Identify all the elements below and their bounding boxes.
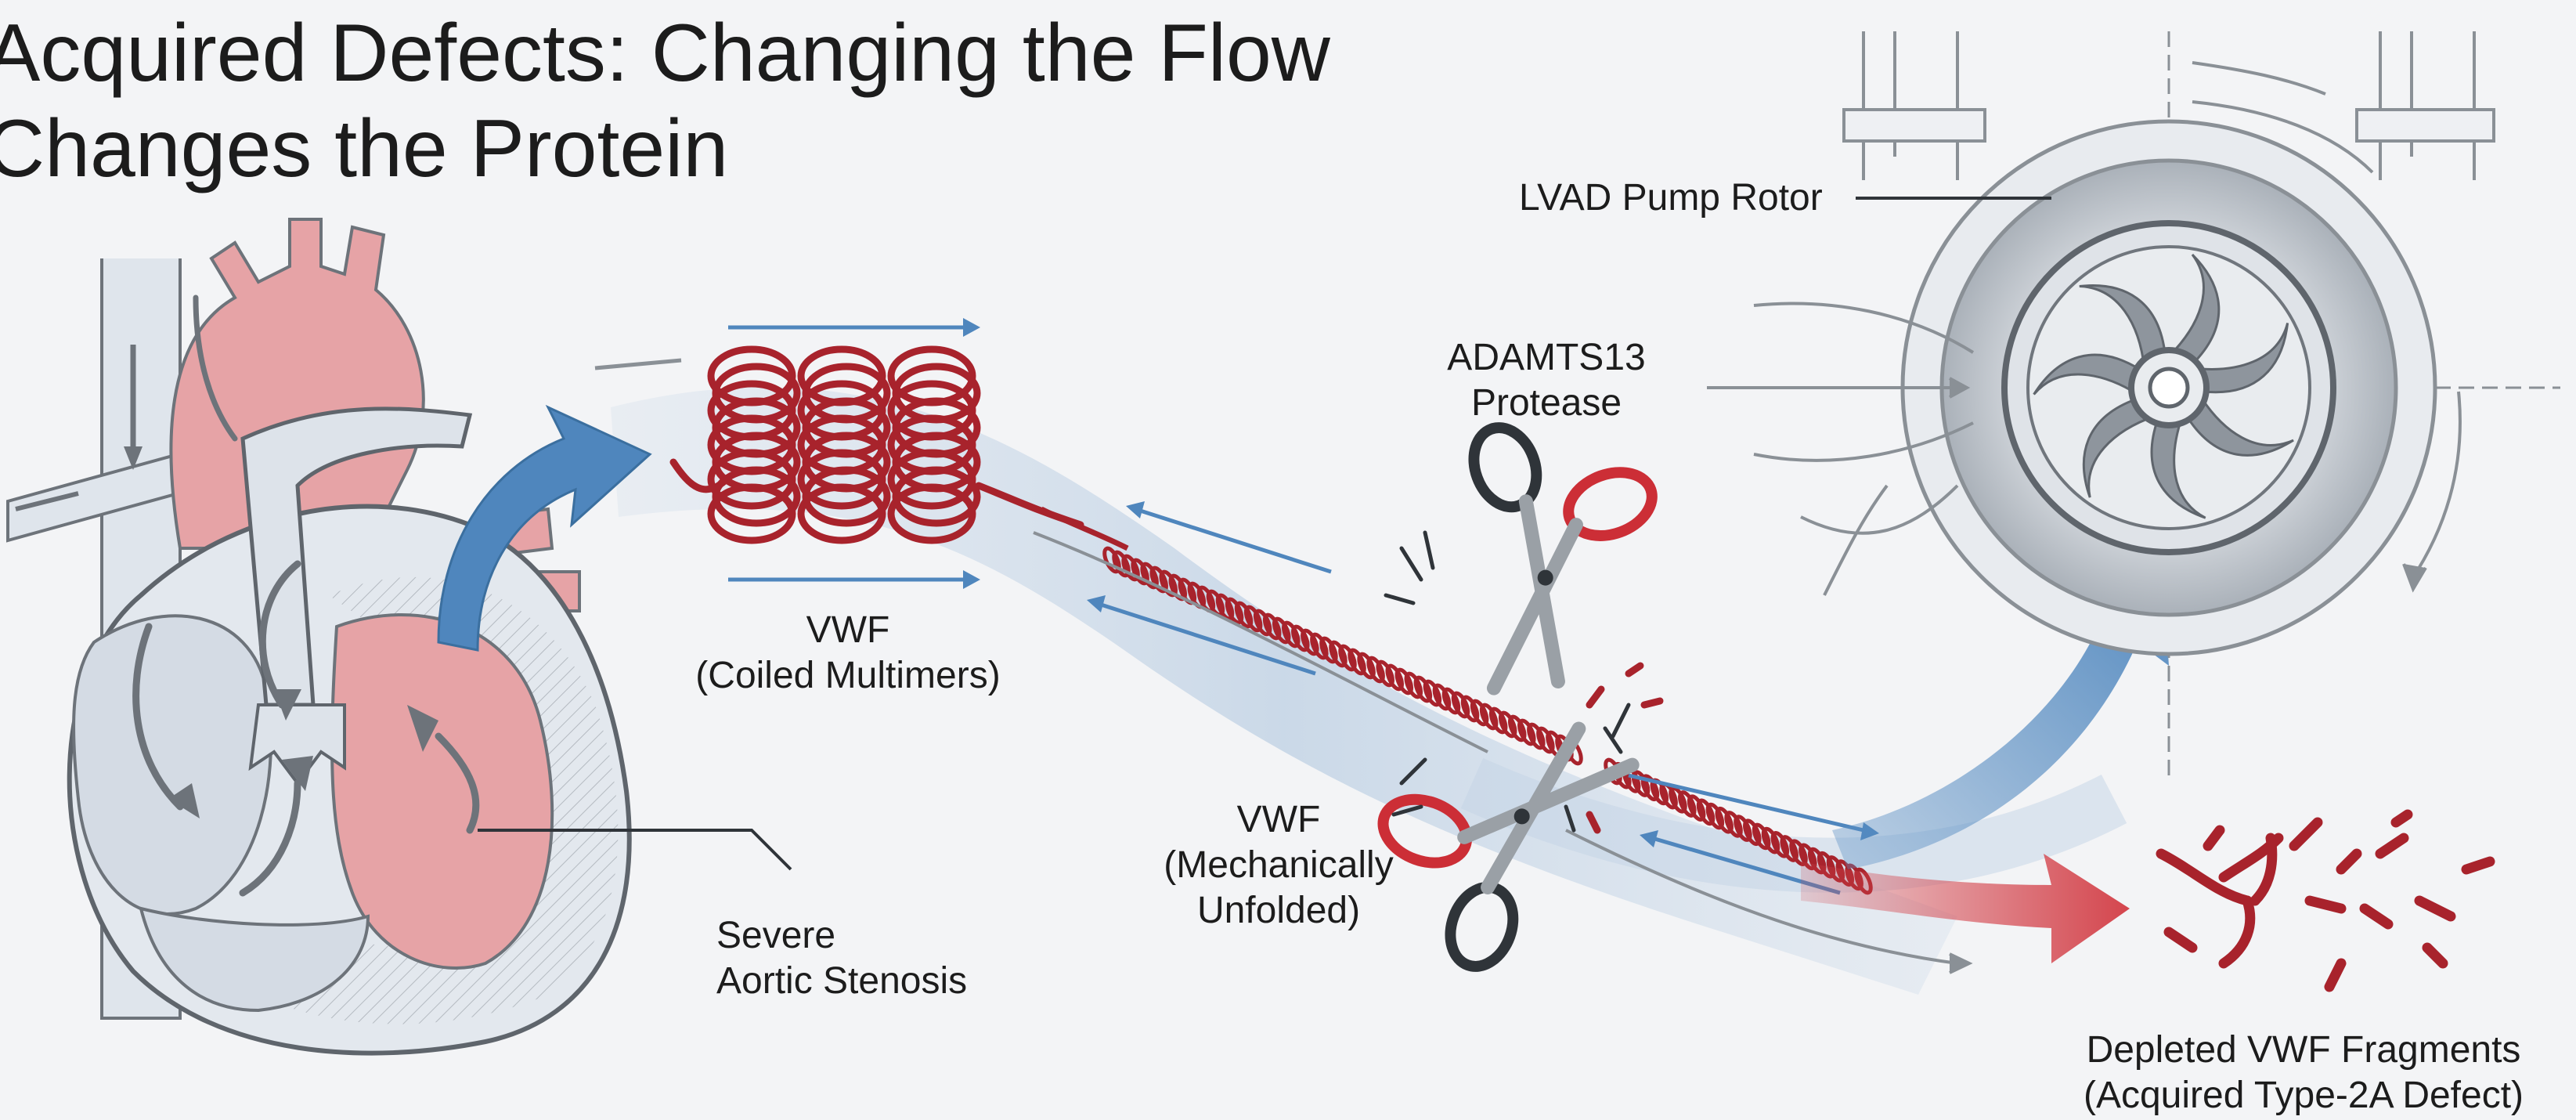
heart-illustration (8, 219, 630, 1053)
label-adamts13: ADAMTS13 (1447, 337, 1645, 378)
label-vwf-coiled: VWF (806, 609, 890, 651)
label-mechanically: (Mechanically (1164, 844, 1393, 886)
title-line-1: Acquired Defects: Changing the Flow (0, 8, 1331, 99)
rotor-hub-center (2150, 369, 2188, 406)
label-vwf-unfolded: VWF (1237, 799, 1321, 840)
label-coiled-multimers: (Coiled Multimers) (695, 655, 1000, 696)
label-protease: Protease (1471, 382, 1622, 424)
scissors-icon (1410, 385, 1701, 703)
label-aortic-stenosis: Aortic Stenosis (716, 960, 967, 1002)
label-acquired-type-2a: (Acquired Type-2A Defect) (2084, 1075, 2524, 1116)
label-unfolded: Unfolded) (1197, 890, 1360, 931)
label-lvad: LVAD Pump Rotor (1519, 177, 1823, 219)
page-title: Acquired Defects: Changing the Flow Chan… (0, 8, 1331, 194)
label-depleted-fragments: Depleted VWF Fragments (2087, 1029, 2521, 1071)
vwf-fragments (2161, 815, 2490, 987)
title-line-2: Changes the Protein (0, 103, 728, 194)
label-severe: Severe (716, 915, 835, 956)
leader-lines (478, 198, 2051, 869)
